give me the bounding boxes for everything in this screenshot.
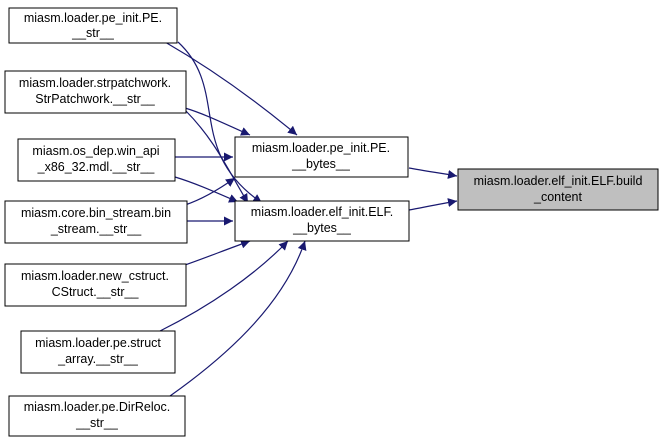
- node-pe-bytes[interactable]: miasm.loader.pe_init.PE. __bytes__: [234, 136, 409, 178]
- node-elf-bytes[interactable]: miasm.loader.elf_init.ELF. __bytes__: [234, 200, 410, 242]
- node-strpatchwork-str[interactable]: miasm.loader.strpatchwork. StrPatchwork.…: [4, 70, 187, 114]
- edge-pe-str-to-elf-bytes: [177, 41, 263, 204]
- node-pe-str[interactable]: miasm.loader.pe_init.PE. __str__: [8, 7, 178, 44]
- node-pe-str-line2: __str__: [71, 26, 115, 40]
- node-dirreloc-str-line2: __str__: [75, 416, 119, 430]
- node-dirreloc-str-line1: miasm.loader.pe.DirReloc.: [24, 400, 171, 414]
- node-pe-str-line1: miasm.loader.pe_init.PE.: [24, 11, 162, 25]
- node-struct-array-str[interactable]: miasm.loader.pe.struct _array.__str__: [20, 330, 176, 374]
- node-strpatchwork-str-line1: miasm.loader.strpatchwork.: [19, 76, 171, 90]
- node-cstruct-str-line2: CStruct.__str__: [52, 285, 140, 299]
- node-win-api-str-line2: _x86_32.mdl.__str__: [37, 160, 156, 174]
- node-bin-stream-str[interactable]: miasm.core.bin_stream.bin _stream.__str_…: [4, 200, 188, 244]
- node-elf-bytes-line2: __bytes__: [292, 221, 352, 235]
- node-win-api-str[interactable]: miasm.os_dep.win_api _x86_32.mdl.__str__: [17, 138, 176, 182]
- node-struct-array-str-line2: _array.__str__: [57, 352, 139, 366]
- node-strpatchwork-str-line2: StrPatchwork.__str__: [35, 92, 156, 106]
- edge-elf-bytes-to-build-content: [408, 198, 458, 211]
- node-bin-stream-str-line2: _stream.__str__: [50, 222, 142, 236]
- edge-strpatch-str-to-elf-bytes: [184, 109, 249, 204]
- edge-win-api-str-to-elf-bytes: [174, 176, 239, 203]
- node-struct-array-str-line1: miasm.loader.pe.struct: [35, 336, 161, 350]
- edge-dirreloc-str-to-elf-bytes: [169, 240, 307, 397]
- node-build-content-line1: miasm.loader.elf_init.ELF.build: [474, 174, 643, 188]
- node-win-api-str-line1: miasm.os_dep.win_api: [32, 144, 159, 158]
- edges: [159, 41, 458, 397]
- edge-cstruct-str-to-elf-bytes: [184, 239, 251, 266]
- node-dirreloc-str[interactable]: miasm.loader.pe.DirReloc. __str__: [8, 395, 186, 437]
- node-cstruct-str-line1: miasm.loader.new_cstruct.: [21, 269, 169, 283]
- node-elf-bytes-line1: miasm.loader.elf_init.ELF.: [251, 205, 393, 219]
- edge-bin-stream-str-to-pe-bytes: [184, 177, 236, 206]
- edge-strpatch-str-to-pe-bytes: [184, 107, 251, 136]
- edge-pe-str-to-pe-bytes: [164, 41, 298, 136]
- node-build-content[interactable]: miasm.loader.elf_init.ELF.build _content: [457, 168, 659, 211]
- edge-pe-bytes-to-build-content: [408, 167, 458, 179]
- node-pe-bytes-line2: __bytes__: [291, 157, 351, 171]
- node-build-content-line2: _content: [533, 190, 582, 204]
- node-pe-bytes-line1: miasm.loader.pe_init.PE.: [252, 141, 390, 155]
- node-cstruct-str[interactable]: miasm.loader.new_cstruct. CStruct.__str_…: [4, 263, 187, 307]
- edge-struct-array-str-to-elf-bytes: [159, 240, 289, 332]
- node-bin-stream-str-line1: miasm.core.bin_stream.bin: [21, 206, 171, 220]
